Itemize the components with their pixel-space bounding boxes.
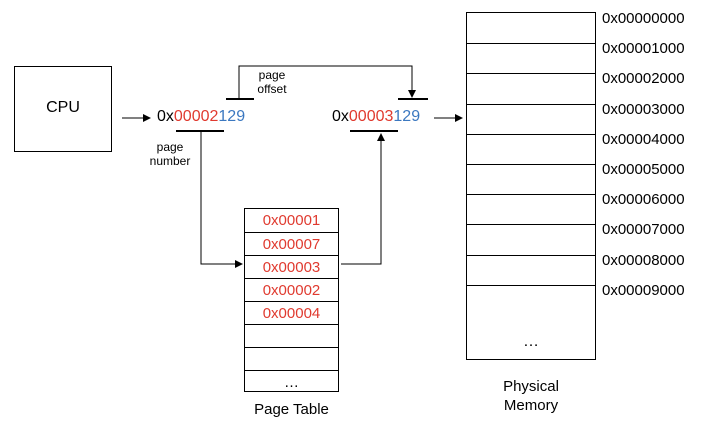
page-number-to-table-arrow bbox=[200, 132, 243, 268]
memory-address-label: 0x00006000 bbox=[602, 191, 685, 209]
page-table-entry: 0x00003 bbox=[245, 255, 338, 278]
memory-address-label: 0x00004000 bbox=[602, 130, 685, 148]
memory-frame bbox=[467, 103, 595, 134]
page-table-entry bbox=[245, 347, 338, 370]
table-to-frame-arrow bbox=[341, 133, 385, 265]
page-table-caption: Page Table bbox=[254, 401, 329, 418]
memory-ellipsis: … bbox=[523, 333, 539, 350]
memory-address-label: 0x00007000 bbox=[602, 221, 685, 239]
memory-address-label: 0x00002000 bbox=[602, 70, 685, 88]
memory-frame bbox=[467, 194, 595, 224]
cpu-label: CPU bbox=[46, 99, 80, 116]
page-table-entry: 0x00004 bbox=[245, 301, 338, 324]
memory-address-label: 0x00009000 bbox=[602, 281, 685, 299]
memory-address-label: 0x00000000 bbox=[602, 10, 685, 27]
vaddr-prefix: 0x bbox=[157, 108, 174, 125]
memory-frame bbox=[467, 284, 595, 315]
memory-frame bbox=[467, 73, 595, 103]
offset-copy-arrow bbox=[238, 65, 416, 99]
memory-frame bbox=[467, 164, 595, 194]
memory-address-label: 0x00001000 bbox=[602, 40, 685, 58]
virtual-address: 0x00002129 bbox=[157, 108, 245, 126]
cpu-box: CPU bbox=[14, 66, 112, 152]
memory-frame bbox=[467, 43, 595, 73]
physical-memory-caption: Physical Memory bbox=[503, 378, 559, 414]
memory-frame bbox=[467, 133, 595, 164]
memory-frame bbox=[467, 13, 595, 43]
page-number-label: page number bbox=[149, 140, 191, 168]
vaddr-offset: 129 bbox=[218, 108, 246, 125]
page-table-entry: 0x00002 bbox=[245, 278, 338, 301]
paddr-frame-number: 00003 bbox=[348, 108, 394, 125]
memory-address-label: 0x00008000 bbox=[602, 251, 685, 269]
physical-address: 0x00003129 bbox=[332, 108, 420, 126]
page-table-entry: … bbox=[245, 370, 338, 393]
paddr-offset: 129 bbox=[393, 108, 421, 125]
memory-address-label: 0x00003000 bbox=[602, 100, 685, 118]
memory-address-label: 0x00005000 bbox=[602, 161, 685, 178]
memory-frame bbox=[467, 254, 595, 285]
vaddr-page-number: 00002 bbox=[173, 108, 219, 125]
physical-memory: … bbox=[466, 12, 596, 360]
page-table-entry bbox=[245, 324, 338, 347]
page-offset-label: page offset bbox=[257, 68, 287, 96]
memory-frame bbox=[467, 224, 595, 254]
page-table-entry: 0x00007 bbox=[245, 232, 338, 255]
paddr-prefix: 0x bbox=[332, 108, 349, 125]
page-table-entry: 0x00001 bbox=[262, 212, 321, 229]
